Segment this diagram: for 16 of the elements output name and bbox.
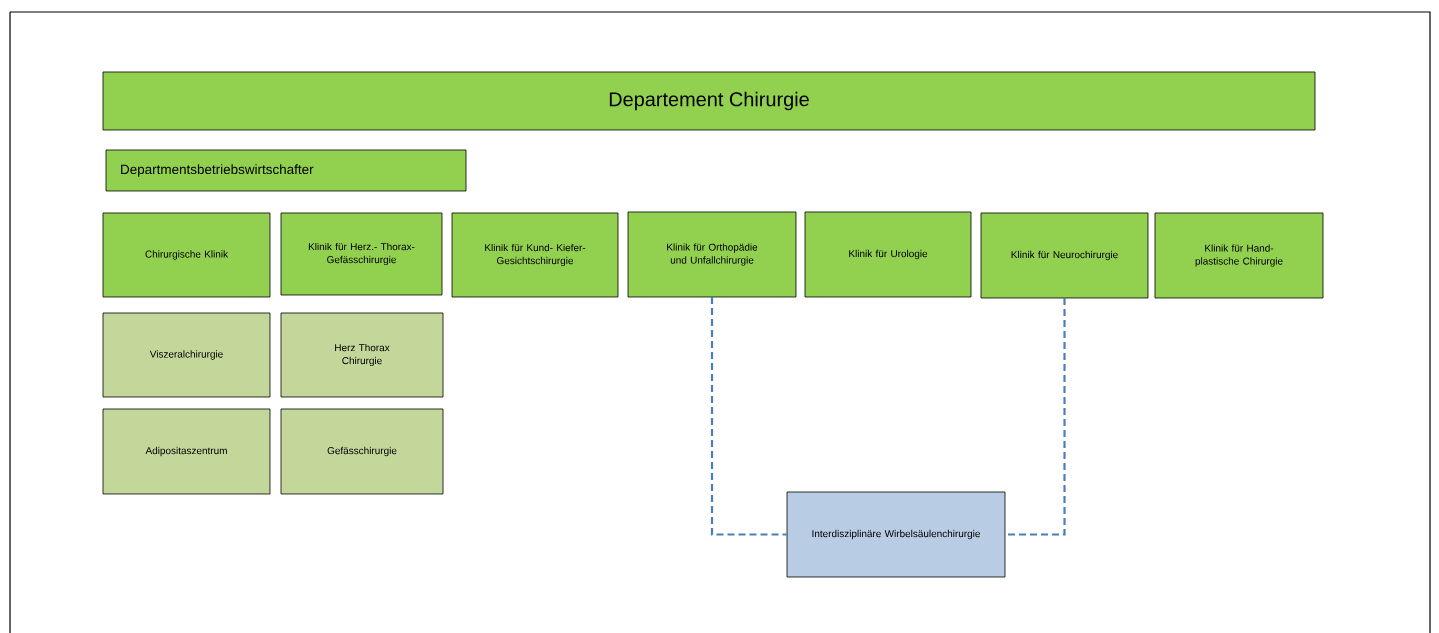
unit-box: Gefässchirurgie — [280, 408, 444, 495]
clinic-box: Klinik für Kund- Kiefer- Gesichtschirurgie — [451, 212, 619, 298]
unit-box: Herz Thorax Chirurgie — [280, 312, 444, 398]
clinic-box: Chirurgische Klinik — [102, 212, 271, 298]
unit-box: Viszeralchirurgie — [102, 312, 271, 398]
header-bar: Departement Chirurgie — [102, 71, 1316, 131]
clinic-box: Klinik für Hand- plastische Chirurgie — [1154, 212, 1324, 299]
clinic-box: Klinik für Neurochirurgie — [980, 212, 1149, 299]
connector-line — [710, 297, 787, 536]
clinic-box: Klinik für Orthopädie und Unfallchirurgie — [627, 211, 797, 298]
connector-line — [1005, 298, 1066, 536]
clinic-box: Klinik für Urologie — [804, 211, 972, 298]
center-box: Interdisziplinäre Wirbelsäulenchirurgie — [786, 491, 1006, 578]
title-box: Departmentsbetriebswirtschafter — [105, 149, 467, 192]
clinic-box: Klinik für Herz.- Thorax- Gefässchirurgie — [280, 212, 443, 296]
unit-box: Adipositaszentrum — [102, 408, 271, 495]
